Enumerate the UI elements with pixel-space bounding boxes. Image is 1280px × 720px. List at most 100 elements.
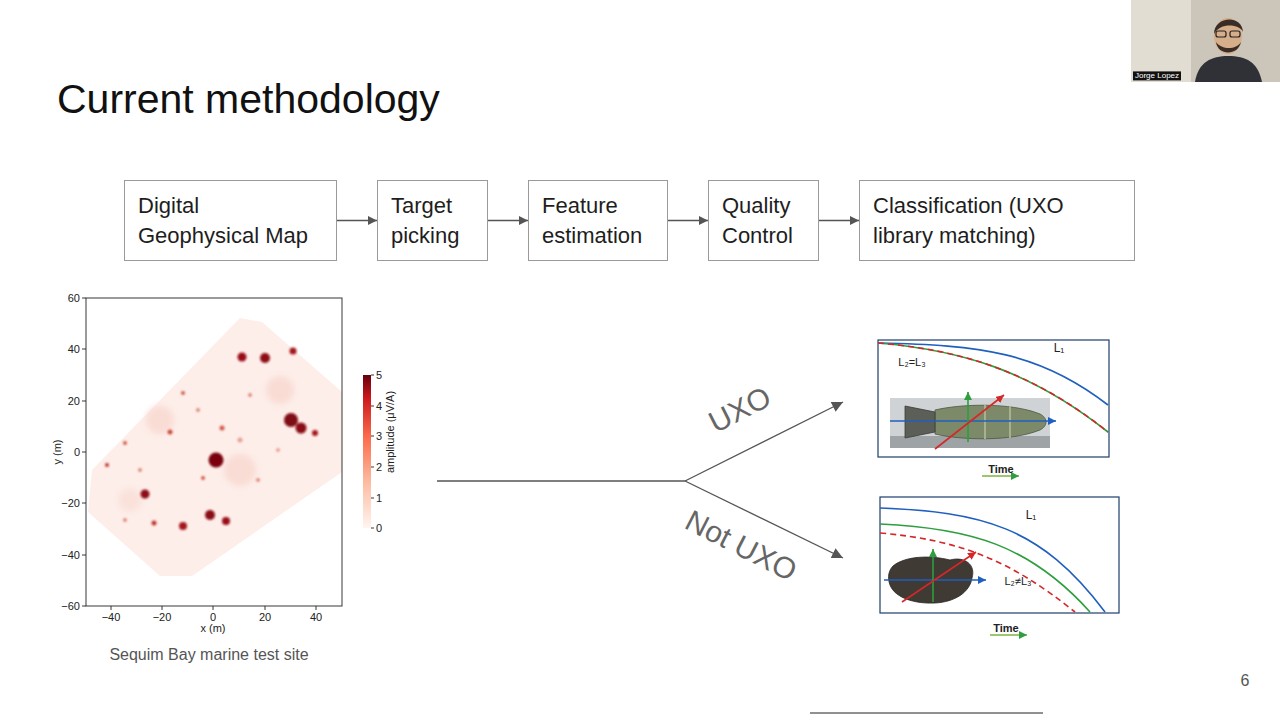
anomaly-group xyxy=(105,348,318,531)
process-box: Target picking xyxy=(377,180,488,261)
map-shade xyxy=(266,376,294,404)
tick xyxy=(371,436,374,437)
map-shade xyxy=(118,488,142,512)
time-arrow xyxy=(982,475,1019,476)
decay-curve xyxy=(880,533,1075,612)
speaker-name: Jorge Lopez xyxy=(1133,71,1181,80)
anomaly xyxy=(179,522,187,530)
axis-tick-label: −40 xyxy=(61,549,80,562)
tick xyxy=(371,467,374,468)
anomaly xyxy=(201,476,205,480)
tick xyxy=(265,606,266,610)
tick xyxy=(82,298,86,299)
axis-arrow xyxy=(967,392,969,442)
anomaly xyxy=(220,426,225,431)
anomaly xyxy=(168,430,173,435)
axis-tick-label: 5 xyxy=(376,369,382,382)
bomb-body xyxy=(935,405,1046,439)
tick xyxy=(82,555,86,556)
anomaly xyxy=(196,408,200,412)
footer-rule xyxy=(810,713,1043,714)
box-label: Feature estimation xyxy=(542,191,654,251)
flow-arrow xyxy=(337,220,377,221)
webcam-person xyxy=(1214,19,1243,34)
tick xyxy=(371,406,374,407)
anomaly xyxy=(238,353,247,362)
map-frame xyxy=(86,298,342,606)
anomaly xyxy=(276,448,280,452)
axis-tick-label: 20 xyxy=(259,611,271,624)
axis-arrow xyxy=(890,420,1056,422)
axis-arrow xyxy=(902,552,976,602)
page-number: 6 xyxy=(1241,672,1250,690)
tick xyxy=(316,606,317,610)
axis-arrow xyxy=(935,395,1004,449)
webcam-person xyxy=(1195,56,1262,82)
axis-tick-label: 4 xyxy=(376,400,382,413)
axis-tick-label: 0 xyxy=(376,522,382,535)
anomaly xyxy=(209,453,224,468)
decay-curve xyxy=(878,343,1108,405)
anomaly xyxy=(123,441,127,445)
curve-label: L₁ xyxy=(1026,509,1037,523)
time-arrow xyxy=(990,634,1027,635)
decay-panel xyxy=(880,497,1119,613)
axis-tick-label: −20 xyxy=(153,611,172,624)
anomaly xyxy=(123,518,127,522)
slide-title: Current methodology xyxy=(57,76,440,123)
map-background xyxy=(86,298,342,606)
tick xyxy=(213,606,214,610)
webcam-wall xyxy=(1131,0,1191,82)
tick xyxy=(371,375,374,376)
axis-tick-label: 40 xyxy=(310,611,322,624)
webcam-person xyxy=(1214,18,1242,54)
bomb-fins xyxy=(905,406,935,438)
axis-tick-label: 0 xyxy=(74,446,80,459)
webcam-frame xyxy=(1131,0,1280,82)
decay-curve xyxy=(880,524,1090,612)
process-box: Feature estimation xyxy=(528,180,668,261)
anomaly xyxy=(290,348,297,355)
process-box: Classification (UXO library matching) xyxy=(859,180,1135,261)
tick xyxy=(82,606,86,607)
tick xyxy=(82,503,86,504)
map-ticks xyxy=(82,298,374,610)
decay-curve xyxy=(880,508,1105,612)
box-label: Quality Control xyxy=(722,191,808,251)
webcam-person xyxy=(1216,31,1226,37)
axis-tick-label: 40 xyxy=(68,343,80,356)
anomaly xyxy=(105,463,109,467)
anomaly xyxy=(238,438,243,443)
map-caption: Sequim Bay marine test site xyxy=(109,646,308,664)
tick xyxy=(371,528,374,529)
anomaly xyxy=(222,517,230,525)
anomaly xyxy=(141,490,150,499)
axis-tick-label: −20 xyxy=(61,497,80,510)
axis-tick-label: −40 xyxy=(102,611,121,624)
tick xyxy=(82,349,86,350)
axis-arrow xyxy=(932,549,934,602)
axis-tick-label: amplitude (μV/A) xyxy=(384,391,397,473)
anomaly xyxy=(312,430,318,436)
tick xyxy=(82,452,86,453)
tick xyxy=(162,606,163,610)
tick xyxy=(371,498,374,499)
curve-label: L₂≠L₃ xyxy=(1004,575,1031,588)
axis-tick-label: y (m) xyxy=(51,439,64,464)
decay-curves xyxy=(880,508,1105,612)
anomaly xyxy=(205,510,215,520)
curve-label: L₂=L₃ xyxy=(898,356,925,369)
tick xyxy=(82,401,86,402)
decay-curves xyxy=(878,343,1108,448)
flow-arrow xyxy=(819,220,859,221)
webcam-person xyxy=(1230,31,1240,37)
anomaly xyxy=(260,353,270,363)
map-shade xyxy=(224,454,256,486)
branch-line xyxy=(437,480,685,481)
anomaly xyxy=(296,423,307,434)
survey-area xyxy=(88,318,342,576)
colorbar xyxy=(363,375,371,528)
flow-arrow xyxy=(488,220,528,221)
axis-tick-label: 1 xyxy=(376,492,382,505)
